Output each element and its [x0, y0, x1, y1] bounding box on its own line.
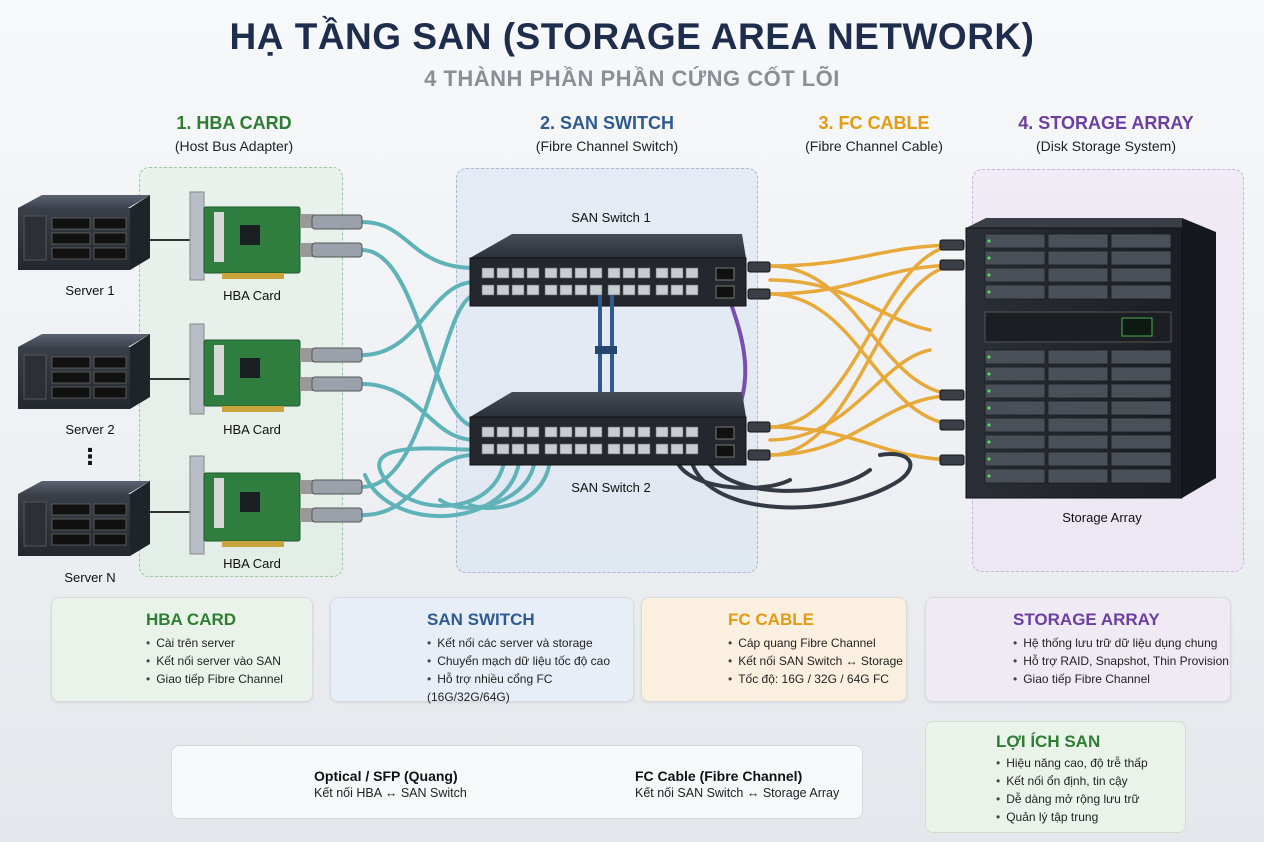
list-item: Kết nối SAN Switch ↔ Storage — [728, 652, 903, 670]
server-n — [18, 481, 150, 556]
benefits-title: LỢI ÍCH SAN — [996, 732, 1101, 751]
section-fc-title: 3. FC CABLE — [818, 113, 930, 133]
legend-optical-title: Optical / SFP (Quang) — [314, 768, 458, 784]
hba-card-title: HBA CARD — [146, 610, 237, 629]
legend-fc-desc: Kết nối SAN Switch ↔ Storage Array — [635, 786, 840, 800]
storage-array — [939, 218, 1216, 499]
server-ellipsis: ⋮ — [79, 444, 101, 469]
storage-card-title: STORAGE ARRAY — [1013, 610, 1160, 629]
san-switch-1 — [469, 234, 747, 307]
hba-card-3-label: HBA Card — [223, 556, 281, 571]
list-item: Chuyển mạch dữ liệu tốc độ cao — [427, 652, 633, 670]
server-n-label: Server N — [64, 570, 116, 585]
list-item: Hỗ trợ nhiều cổng FC (16G/32G/64G) — [427, 670, 633, 704]
list-item: Cáp quang Fibre Channel — [728, 634, 903, 652]
list-item: Giao tiếp Fibre Channel — [1013, 670, 1229, 688]
section-storage-header: 4. STORAGE ARRAY (Disk Storage System) — [986, 113, 1226, 154]
section-fc-subtitle: (Fibre Channel Cable) — [805, 138, 943, 154]
storage-info-card: STORAGE ARRAY Hệ thống lưu trữ dữ liệu d… — [925, 597, 1231, 702]
section-switch-header: 2. SAN SWITCH (Fibre Channel Switch) — [487, 113, 727, 154]
optical-cables — [360, 220, 552, 519]
san-switch-2-label: SAN Switch 2 — [571, 480, 651, 495]
section-fc-header: 3. FC CABLE (Fibre Channel Cable) — [754, 113, 994, 154]
storage-card-list: Hệ thống lưu trữ dữ liệu dụng chung Hỗ t… — [1013, 634, 1229, 688]
page-title: HẠ TẦNG SAN (STORAGE AREA NETWORK) — [229, 16, 1035, 57]
page-subtitle: 4 THÀNH PHẦN PHẦN CỨNG CỐT LÕI — [424, 66, 840, 91]
hba-card-2-label: HBA Card — [223, 422, 281, 437]
benefits-card: LỢI ÍCH SAN Hiệu năng cao, độ trễ thấp K… — [925, 721, 1186, 833]
list-item: Dễ dàng mở rộng lưu trữ — [996, 790, 1148, 808]
hba-info-card: HBA CARD Cài trên server Kết nối server … — [51, 597, 313, 702]
fc-card-list: Cáp quang Fibre Channel Kết nối SAN Swit… — [728, 634, 903, 688]
sfp-connectors — [311, 214, 363, 523]
switch-card-list: Kết nối các server và storage Chuyển mạc… — [427, 634, 633, 704]
switch-card-title: SAN SWITCH — [427, 610, 535, 629]
hba-card-3 — [189, 455, 314, 555]
fc-card-title: FC CABLE — [728, 610, 814, 629]
san-switch-1-label: SAN Switch 1 — [571, 210, 651, 225]
server-1-label: Server 1 — [65, 283, 115, 298]
section-hba-title: 1. HBA CARD — [176, 113, 292, 133]
list-item: Tốc độ: 16G / 32G / 64G FC — [728, 670, 903, 688]
cable-clip — [595, 346, 617, 354]
hba-card-2 — [189, 323, 314, 415]
legend-fc-title: FC Cable (Fibre Channel) — [635, 768, 803, 784]
section-storage-title: 4. STORAGE ARRAY — [1018, 113, 1194, 133]
switch-fc-connectors — [747, 261, 771, 461]
list-item: Hệ thống lưu trữ dữ liệu dụng chung — [1013, 634, 1229, 652]
list-item: Kết nối các server và storage — [427, 634, 633, 652]
black-cables — [673, 452, 913, 510]
server-2-label: Server 2 — [65, 422, 115, 437]
benefits-list: Hiệu năng cao, độ trễ thấp Kết nối ổn đị… — [996, 754, 1148, 826]
section-hba-header: 1. HBA CARD (Host Bus Adapter) — [114, 113, 354, 154]
hba-card-list: Cài trên server Kết nối server vào SAN G… — [146, 634, 283, 688]
list-item: Hiệu năng cao, độ trễ thấp — [996, 754, 1147, 772]
hba-card-1 — [189, 191, 314, 281]
list-item: Cài trên server — [146, 634, 283, 652]
list-item: Kết nối ổn định, tin cậy — [996, 772, 1148, 790]
legend-optical-desc: Kết nối HBA ↔ SAN Switch — [314, 786, 467, 800]
list-item: Giao tiếp Fibre Channel — [146, 670, 283, 688]
server-1 — [18, 195, 150, 270]
section-switch-subtitle: (Fibre Channel Switch) — [535, 138, 679, 154]
storage-array-label: Storage Array — [1062, 510, 1142, 525]
fc-cables — [768, 243, 962, 462]
list-item: Kết nối server vào SAN — [146, 652, 283, 670]
cable-legend: Optical / SFP (Quang) Kết nối HBA ↔ SAN … — [171, 745, 863, 819]
section-storage-subtitle: (Disk Storage System) — [1035, 138, 1177, 154]
fc-info-card: FC CABLE Cáp quang Fibre Channel Kết nối… — [641, 597, 907, 702]
san-switch-2 — [469, 392, 747, 466]
list-item: Quản lý tập trung — [996, 808, 1148, 826]
section-switch-title: 2. SAN SWITCH — [539, 113, 674, 133]
list-item: Hỗ trợ RAID, Snapshot, Thin Provision — [1013, 652, 1229, 670]
hba-card-1-label: HBA Card — [223, 288, 281, 303]
section-hba-subtitle: (Host Bus Adapter) — [174, 138, 294, 154]
switch-info-card: SAN SWITCH Kết nối các server và storage… — [330, 597, 634, 704]
server-2 — [18, 334, 150, 409]
